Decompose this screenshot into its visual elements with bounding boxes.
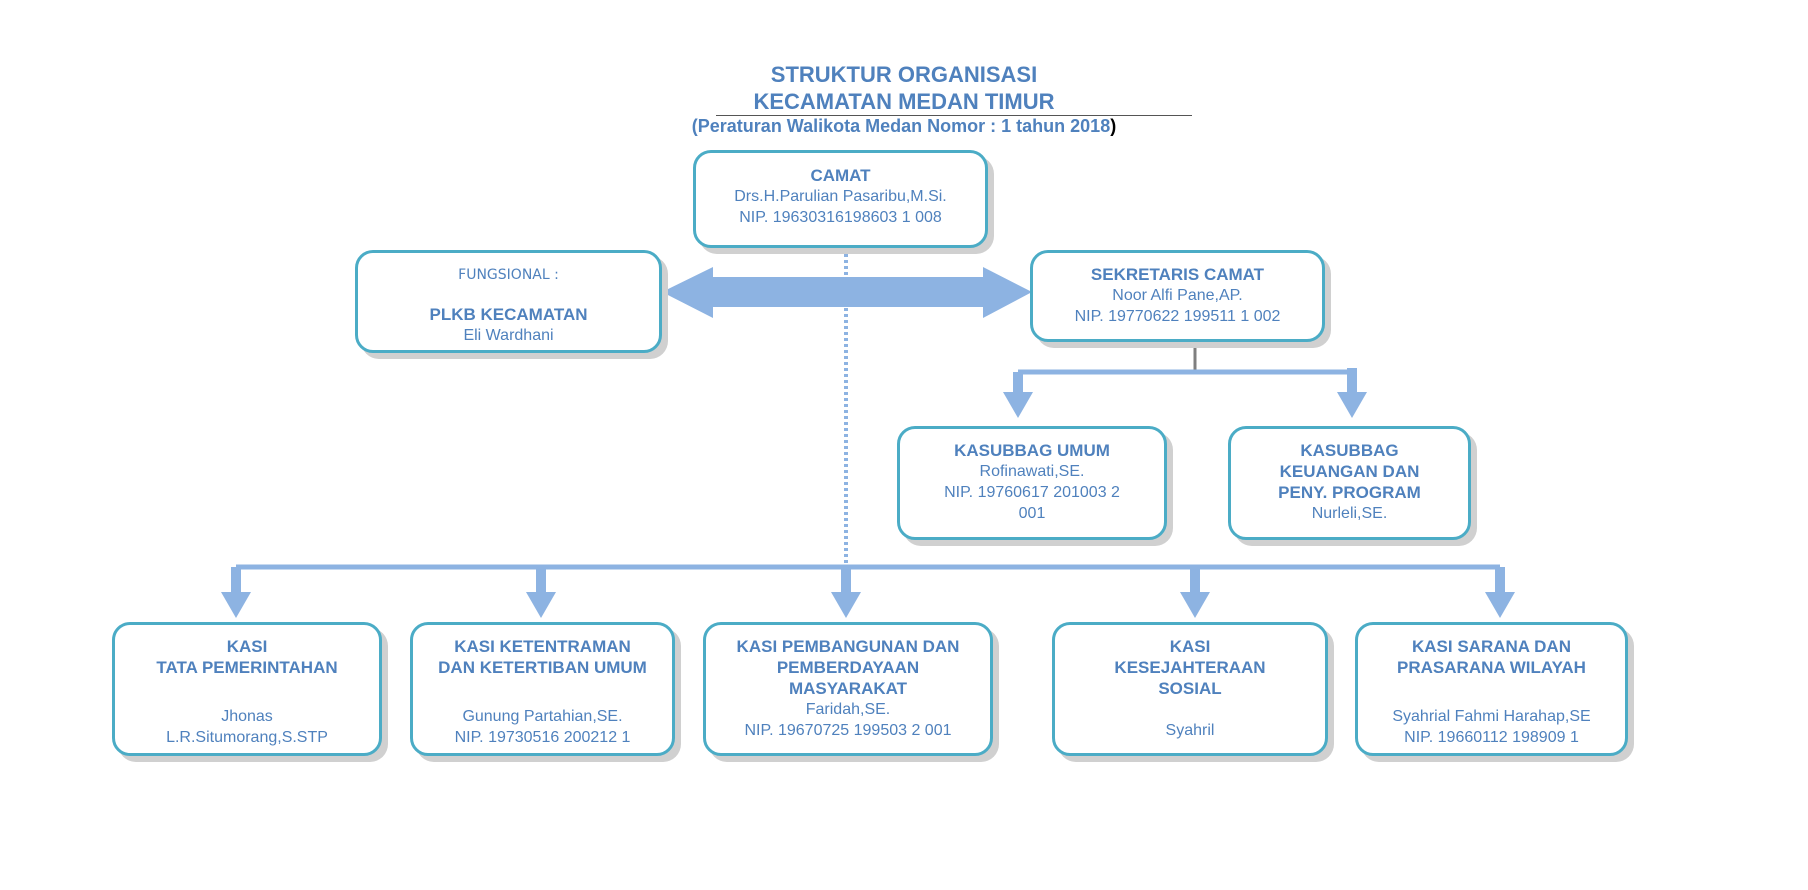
kasi-trantib-box: KASI KETENTRAMAN DAN KETERTIBAN UMUM Gun… bbox=[410, 622, 675, 756]
regulation-subtitle: (Peraturan Walikota Medan Nomor : 1 tahu… bbox=[0, 116, 1808, 137]
subbag-arrow-right-stem bbox=[1347, 368, 1357, 394]
regulation-close-paren: ) bbox=[1110, 116, 1117, 136]
kasi-tapem-box: KASI TATA PEMERINTAHAN Jhonas L.R.Situmo… bbox=[112, 622, 382, 756]
subbag-arrow-left-stem bbox=[1013, 372, 1023, 394]
sekretaris-role: SEKRETARIS CAMAT bbox=[1090, 265, 1265, 284]
kasi-kesos-box: KASI KESEJAHTERAAN SOSIAL Syahril bbox=[1052, 622, 1328, 756]
camat-nip: NIP. 19630316198603 1 008 bbox=[739, 209, 942, 226]
arrow-to-kasi-kesos bbox=[1180, 592, 1210, 618]
chart-title-line2: KECAMATAN MEDAN TIMUR bbox=[753, 89, 1055, 114]
title-underline bbox=[716, 115, 1192, 116]
sekretaris-nip: NIP. 19770622 199511 1 002 bbox=[1074, 308, 1281, 325]
kasi-sarpras-name: Syahrial Fahmi Harahap,SE bbox=[1392, 708, 1591, 725]
kasi-sarpras-role-line2: PRASARANA WILAYAH bbox=[1397, 658, 1586, 677]
kasi-tapem-name-line2: L.R.Situmorang,S.STP bbox=[166, 729, 328, 746]
camat-role: CAMAT bbox=[810, 166, 871, 185]
kasi-pembangunan-box: KASI PEMBANGUNAN DAN PEMBERDAYAAN MASYAR… bbox=[703, 622, 993, 756]
kasi-sarpras-box: KASI SARANA DAN PRASARANA WILAYAH Syahri… bbox=[1355, 622, 1628, 756]
kasubbag-umum-nip-line1: NIP. 19760617 201003 2 bbox=[944, 484, 1120, 501]
kasi-pembangunan-role-line2: PEMBERDAYAAN bbox=[776, 658, 920, 677]
kasi-stem-1 bbox=[231, 567, 241, 593]
camat-name: Drs.H.Parulian Pasaribu,M.Si. bbox=[734, 188, 947, 205]
kasubbag-umum-role: KASUBBAG UMUM bbox=[954, 441, 1110, 460]
kasi-trantib-nip: NIP. 19730516 200212 1 bbox=[454, 729, 631, 746]
kasi-kesos-name: Syahril bbox=[1165, 722, 1215, 739]
kasi-kesos-role-line1: KASI bbox=[1169, 637, 1211, 656]
kasubbag-umum-box: KASUBBAG UMUM Rofinawati,SE. NIP. 197606… bbox=[897, 426, 1167, 540]
kasi-stem-4 bbox=[1190, 567, 1200, 593]
arrow-to-kasubbag-keuangan bbox=[1337, 392, 1367, 418]
kasubbag-keuangan-role-line2: KEUANGAN DAN bbox=[1279, 462, 1420, 481]
kasubbag-keuangan-role-line1: KASUBBAG bbox=[1300, 441, 1399, 460]
chart-title-line1: STRUKTUR ORGANISASI bbox=[770, 62, 1038, 87]
kasi-kesos-role-line2: KESEJAHTERAAN bbox=[1114, 658, 1266, 677]
kasi-tapem-role-line2: TATA PEMERINTAHAN bbox=[156, 658, 338, 677]
kasi-sarpras-role-line1: KASI SARANA DAN bbox=[1412, 637, 1571, 656]
kasi-sarpras-nip: NIP. 19660112 198909 1 bbox=[1404, 729, 1579, 746]
kasubbag-umum-nip-line2: 001 bbox=[1018, 505, 1046, 522]
kasi-stem-5 bbox=[1495, 567, 1505, 593]
kasi-pembangunan-nip: NIP. 19670725 199503 2 001 bbox=[744, 722, 952, 739]
arrow-to-kasi-tapem bbox=[221, 592, 251, 618]
kasi-stem-2 bbox=[536, 567, 546, 593]
kasi-stem-3 bbox=[841, 567, 851, 593]
arrow-to-kasubbag-umum bbox=[1003, 392, 1033, 418]
kasi-trantib-role-line2: DAN KETERTIBAN UMUM bbox=[438, 658, 647, 677]
arrow-to-kasi-sarpras bbox=[1485, 592, 1515, 618]
fungsional-role: PLKB KECAMATAN bbox=[429, 305, 588, 324]
arrow-to-kasi-pembangunan bbox=[831, 592, 861, 618]
camat-box: CAMAT Drs.H.Parulian Pasaribu,M.Si. NIP.… bbox=[693, 150, 988, 248]
arrow-to-kasi-trantib bbox=[526, 592, 556, 618]
kasi-trantib-name: Gunung Partahian,SE. bbox=[462, 708, 623, 725]
kasi-tapem-name-line1: Jhonas bbox=[221, 708, 273, 725]
fungsional-box: FUNGSIONAL : PLKB KECAMATAN Eli Wardhani bbox=[355, 250, 662, 353]
regulation-text: (Peraturan Walikota Medan Nomor : 1 tahu… bbox=[691, 116, 1111, 136]
kasi-kesos-role-line3: SOSIAL bbox=[1158, 679, 1222, 698]
kasubbag-umum-name: Rofinawati,SE. bbox=[979, 463, 1085, 480]
kasi-pembangunan-name: Faridah,SE. bbox=[805, 701, 891, 718]
fungsional-name: Eli Wardhani bbox=[463, 327, 554, 344]
kasubbag-keuangan-name: Nurleli,SE. bbox=[1311, 505, 1388, 522]
kasi-tapem-role-line1: KASI bbox=[226, 637, 268, 656]
kasubbag-keuangan-role-line3: PENY. PROGRAM bbox=[1278, 483, 1421, 502]
sekretaris-name: Noor Alfi Pane,AP. bbox=[1112, 287, 1243, 304]
kasi-pembangunan-role-line3: MASYARAKAT bbox=[788, 679, 908, 698]
fungsional-label: FUNGSIONAL : bbox=[458, 267, 559, 283]
kasubbag-keuangan-box: KASUBBAG KEUANGAN DAN PENY. PROGRAM Nurl… bbox=[1228, 426, 1471, 540]
sekretaris-box: SEKRETARIS CAMAT Noor Alfi Pane,AP. NIP.… bbox=[1030, 250, 1325, 342]
kasi-pembangunan-role-line1: KASI PEMBANGUNAN DAN bbox=[736, 637, 960, 656]
kasi-trantib-role-line1: KASI KETENTRAMAN bbox=[454, 637, 631, 656]
